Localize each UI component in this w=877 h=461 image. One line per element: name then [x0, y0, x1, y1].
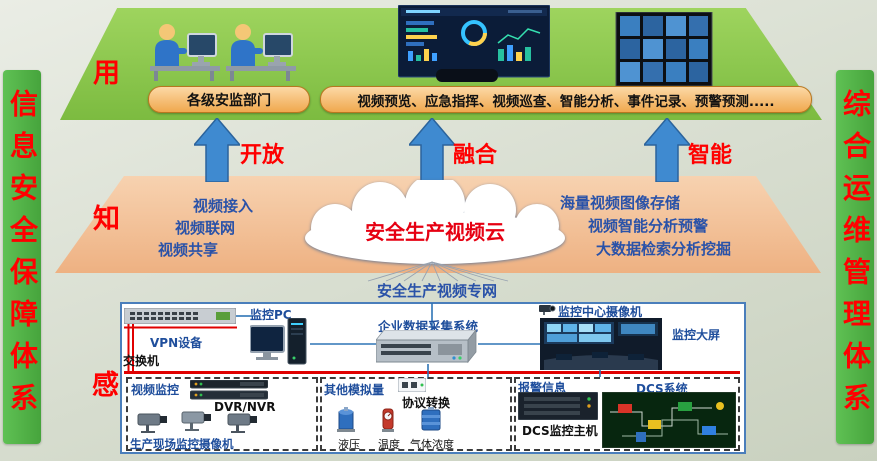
alarm-info-group	[514, 377, 740, 451]
dcs-host-image	[518, 392, 598, 420]
cloud-icon	[305, 180, 565, 264]
video-surveillance-title: 视频监控	[131, 383, 180, 397]
right-banner: 综合运维管理体系	[836, 70, 874, 444]
gas-sensor-label: 气体浓度	[410, 438, 454, 451]
switch-label: 交换机	[123, 354, 160, 368]
know-item-video-access: 视频接入	[193, 197, 254, 215]
cloud-title: 安全生产视频云	[365, 220, 505, 244]
center-camera-label: 监控中心摄像机	[558, 305, 643, 319]
dvr-nvr-label: DVR/NVR	[214, 400, 276, 414]
center-camera-icon	[539, 305, 556, 315]
left-banner: 信息安全保障体系	[3, 70, 41, 444]
operator-workstation-icon	[150, 24, 220, 81]
use-layer-tag: 用	[93, 58, 120, 89]
protocol-converter-label: 协议转换	[402, 396, 451, 410]
up-arrow-smart-icon	[644, 118, 690, 182]
control-room-image	[540, 318, 662, 370]
know-item-video-share: 视频共享	[158, 241, 219, 259]
site-cameras-label: 生产现场监控摄像机	[130, 437, 234, 451]
daq-server-image	[376, 330, 477, 364]
hydraulic-sensor-label: 液压	[338, 438, 360, 451]
big-screen-label: 监控大屏	[672, 328, 721, 342]
departments-box: 各级安监部门	[148, 86, 310, 113]
protocol-converter-image	[398, 378, 426, 392]
analog-signals-title: 其他模拟量	[324, 383, 385, 397]
temperature-sensor-icon	[382, 408, 394, 432]
monitoring-pc-image	[250, 318, 307, 365]
functions-box: 视频预览、应急指挥、视频巡查、智能分析、事件记录、预警预测.....	[320, 86, 812, 113]
vpn-device-label: VPN设备	[150, 336, 203, 350]
dcs-screen-image	[602, 392, 736, 448]
dashboard-screen-image	[398, 5, 550, 82]
video-surveillance-group	[126, 377, 318, 451]
site-camera-icon	[137, 413, 167, 433]
video-wall-image	[615, 12, 713, 98]
operator-workstation-icon	[226, 24, 296, 81]
monitoring-pc-label: 监控PC	[250, 308, 292, 322]
dcs-host-label: DCS监控主机	[522, 424, 598, 438]
know-layer-tag: 知	[93, 204, 120, 235]
site-camera-icon	[181, 411, 211, 431]
know-item-analysis: 视频智能分析预警	[588, 217, 709, 235]
gas-sensor-icon	[421, 407, 441, 431]
site-camera-icon	[227, 413, 257, 433]
arrow-label-open: 开放	[240, 143, 285, 168]
know-item-video-network: 视频联网	[175, 219, 236, 237]
arrow-label-smart: 智能	[688, 143, 733, 168]
dvr-nvr-image	[190, 380, 268, 400]
sense-layer-tag: 感	[92, 370, 119, 401]
arrow-label-fuse: 融合	[453, 143, 498, 168]
up-arrow-open-icon	[194, 118, 240, 182]
know-item-storage: 海量视频图像存储	[560, 194, 681, 212]
up-arrow-fuse-icon	[409, 118, 455, 182]
know-item-bigdata: 大数据检索分析挖掘	[596, 240, 732, 258]
hydraulic-sensor-icon	[337, 407, 355, 432]
private-network-label: 安全生产视频专网	[376, 282, 497, 300]
network-switch-image	[124, 308, 236, 324]
temperature-sensor-label: 温度	[378, 438, 400, 451]
